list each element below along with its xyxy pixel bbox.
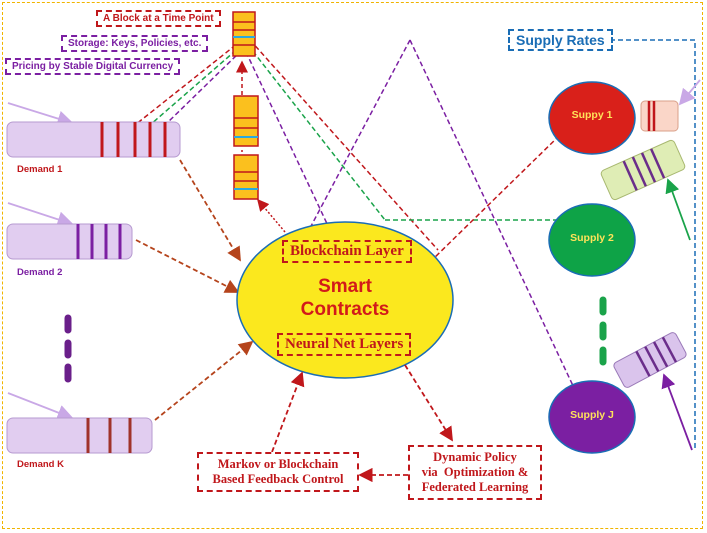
policy-arrow bbox=[404, 364, 453, 442]
feedback-control-box: Markov or Blockchain Based Feedback Cont… bbox=[197, 452, 359, 492]
smart-line-1: Smart bbox=[318, 276, 372, 297]
supply-2-label: Supply 2 bbox=[570, 232, 614, 244]
blockchain-layer-label: Blockchain Layer bbox=[282, 240, 412, 263]
dynamic-policy-box: Dynamic Policy via Optimization & Federa… bbox=[408, 445, 542, 500]
block-2[interactable] bbox=[233, 95, 259, 147]
supply-2-rate bbox=[600, 139, 691, 241]
contract-to-block-arrow bbox=[257, 198, 286, 233]
arrow-icon bbox=[7, 102, 74, 127]
demand-1-label: Demand 1 bbox=[17, 164, 63, 175]
policy-line-3: Federated Learning bbox=[421, 480, 529, 494]
smart-line-2: Contracts bbox=[300, 299, 390, 320]
arrow-icon bbox=[7, 202, 74, 228]
block-label: A Block at a Time Point bbox=[96, 10, 221, 27]
demand-k-bar bbox=[6, 392, 153, 454]
supply-j-label: Supply J bbox=[570, 409, 614, 421]
supply-1-label: Suppy 1 bbox=[571, 109, 613, 121]
demand-k-label: Demand K bbox=[17, 459, 64, 470]
demand-2-bar bbox=[6, 202, 133, 260]
block-to-supply-links bbox=[245, 39, 576, 391]
smart-contracts-title: Smart Contracts bbox=[285, 275, 405, 321]
feedback-arrow bbox=[271, 371, 305, 453]
supply-j-rate bbox=[613, 332, 693, 451]
top-block[interactable] bbox=[232, 11, 256, 57]
markov-line-2: Based Feedback Control bbox=[212, 472, 344, 486]
arrow-icon bbox=[665, 178, 691, 241]
supply-j-node[interactable] bbox=[548, 380, 636, 454]
arrow-icon bbox=[661, 373, 693, 451]
supply-1-node[interactable] bbox=[548, 81, 636, 155]
neural-net-layers-label: Neural Net Layers bbox=[277, 333, 412, 356]
storage-label: Storage: Keys, Policies, etc. bbox=[61, 35, 209, 52]
supply-rates-label: Supply Rates bbox=[508, 29, 613, 51]
supply-2-node[interactable] bbox=[548, 203, 636, 277]
policy-line-2: via Optimization & bbox=[421, 465, 529, 479]
demand-2-label: Demand 2 bbox=[17, 267, 63, 278]
supply-1-rate bbox=[640, 79, 701, 132]
demand-1-bar bbox=[6, 102, 181, 158]
block-to-demand-links bbox=[134, 39, 243, 126]
markov-line-1: Markov or Blockchain bbox=[217, 457, 339, 471]
arrow-icon bbox=[7, 392, 74, 421]
block-3[interactable] bbox=[233, 154, 259, 200]
supply-rates-connector bbox=[610, 39, 696, 448]
policy-line-1: Dynamic Policy bbox=[433, 450, 517, 464]
pricing-label: Pricing by Stable Digital Currency bbox=[5, 58, 181, 75]
demand-to-contract-arrows bbox=[135, 159, 254, 421]
arrow-icon bbox=[678, 79, 701, 106]
